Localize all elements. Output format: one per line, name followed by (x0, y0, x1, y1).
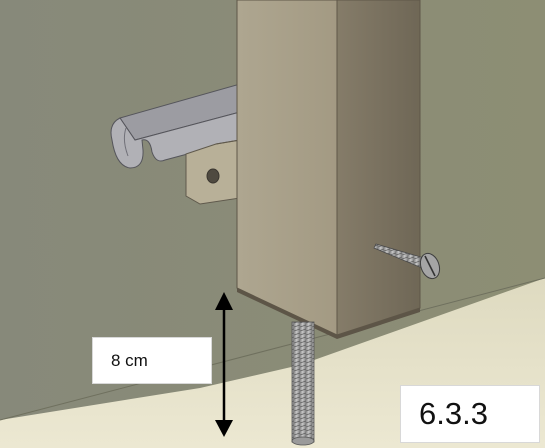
post-front-face (236, 0, 338, 336)
screw (373, 243, 441, 280)
post-bottom-edge (237, 288, 420, 339)
dimension-label: 8 cm (92, 337, 212, 384)
bracket-hole (206, 168, 220, 184)
dimension-label-text: 8 cm (111, 350, 148, 370)
figure-number-label: 6.3.3 (400, 385, 540, 443)
post (236, 0, 421, 339)
threaded-rod (291, 321, 315, 446)
floor-edge (0, 277, 545, 421)
post-side-face (336, 0, 421, 336)
dimension-arrow (215, 292, 233, 437)
figure-number-text: 6.3.3 (419, 396, 488, 431)
